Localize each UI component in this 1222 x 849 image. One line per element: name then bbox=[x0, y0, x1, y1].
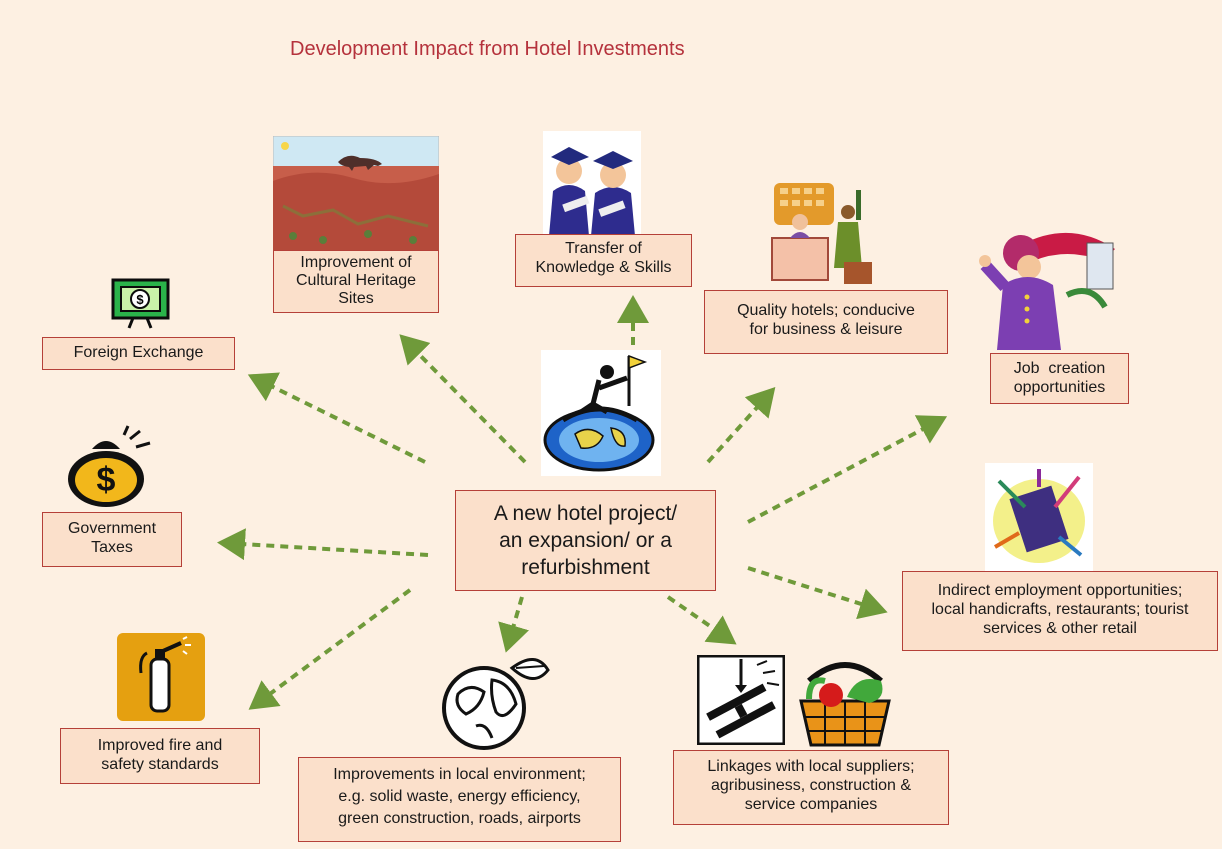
graduates-icon bbox=[543, 131, 641, 236]
quality-hotels-line-2: for business & leisure bbox=[749, 321, 903, 338]
indirect-employment-line-3: services & other retail bbox=[983, 620, 1137, 637]
arrow-to-environment bbox=[498, 596, 529, 653]
globe-climber-icon bbox=[541, 350, 661, 476]
cultural-heritage-line-3: Sites bbox=[338, 290, 374, 307]
arrow-to-foreign-exchange bbox=[247, 372, 426, 464]
knowledge-box: Transfer of Knowledge & Skills bbox=[515, 234, 692, 287]
government-taxes-line-2: Taxes bbox=[91, 539, 133, 556]
vegetable-basket-icon bbox=[799, 662, 891, 747]
center-box: A new hotel project/ an expansion/ or a … bbox=[455, 490, 716, 591]
quality-hotels-box: Quality hotels; conducive for business &… bbox=[704, 290, 948, 354]
hotel-reception-icon bbox=[771, 183, 872, 284]
environment-box: Improvements in local environment; e.g. … bbox=[298, 757, 621, 842]
svg-text:$: $ bbox=[97, 461, 116, 499]
environment-line-1: Improvements in local environment; bbox=[333, 766, 586, 783]
money-bag-icon: $ bbox=[68, 425, 151, 507]
fire-safety-line-1: Improved fire and bbox=[97, 737, 223, 754]
doorman-icon bbox=[979, 232, 1115, 350]
heritage-landscape-icon bbox=[273, 136, 439, 252]
linkages-line-3: service companies bbox=[744, 796, 878, 813]
linkages-line-2: agribusiness, construction & bbox=[710, 777, 912, 794]
globe-leaf-icon bbox=[442, 658, 550, 750]
center-line-3: refurbishment bbox=[521, 556, 650, 579]
environment-line-2: e.g. solid waste, energy efficiency, bbox=[338, 788, 581, 805]
indirect-employment-line-1: Indirect employment opportunities; bbox=[937, 582, 1183, 599]
center-line-2: an expansion/ or a bbox=[499, 529, 672, 552]
cultural-heritage-line-1: Improvement of bbox=[300, 254, 412, 271]
quality-hotels-line-1: Quality hotels; conducive bbox=[737, 302, 915, 319]
arrow-to-indirect-employment bbox=[747, 566, 888, 620]
arrow-to-government-taxes bbox=[217, 528, 429, 561]
linkages-box: Linkages with local suppliers; agribusin… bbox=[673, 750, 949, 825]
arrow-to-job-creation bbox=[747, 415, 948, 524]
arrow-to-fire-safety bbox=[248, 588, 412, 710]
svg-text:$: $ bbox=[136, 292, 144, 307]
foreign-exchange-line-1: Foreign Exchange bbox=[73, 344, 204, 361]
diagram-title: Development Impact from Hotel Investment… bbox=[290, 38, 685, 60]
knowledge-line-1: Transfer of bbox=[565, 240, 642, 257]
fire-safety-line-2: safety standards bbox=[101, 756, 219, 773]
government-taxes-line-1: Government bbox=[67, 520, 157, 537]
indirect-employment-line-2: local handicrafts, restaurants; tourist bbox=[931, 601, 1189, 618]
arrow-to-linkages bbox=[666, 595, 737, 645]
fire-safety-box: Improved fire and safety standards bbox=[60, 728, 260, 784]
linkages-line-1: Linkages with local suppliers; bbox=[707, 758, 915, 775]
government-taxes-box: Government Taxes bbox=[42, 512, 182, 567]
indirect-employment-box: Indirect employment opportunities; local… bbox=[902, 571, 1218, 651]
job-creation-box: Job creation opportunities bbox=[990, 353, 1129, 404]
money-icon: $ bbox=[111, 278, 170, 329]
arrow-to-quality-hotels bbox=[706, 387, 776, 464]
job-creation-line-1: Job creation bbox=[1013, 360, 1106, 377]
foreign-exchange-box: Foreign Exchange bbox=[42, 337, 235, 370]
construction-beam-icon bbox=[697, 655, 785, 745]
environment-line-3: green construction, roads, airports bbox=[338, 810, 581, 827]
center-line-1: A new hotel project/ bbox=[493, 502, 678, 525]
book-utensils-icon bbox=[985, 463, 1093, 573]
job-creation-line-2: opportunities bbox=[1013, 379, 1106, 396]
arrow-to-cultural-heritage bbox=[399, 334, 527, 464]
knowledge-line-2: Knowledge & Skills bbox=[535, 259, 672, 276]
cultural-heritage-line-2: Cultural Heritage bbox=[295, 272, 417, 289]
cultural-heritage-box: Improvement of Cultural Heritage Sites bbox=[273, 250, 439, 313]
fire-extinguisher-icon bbox=[117, 633, 205, 721]
